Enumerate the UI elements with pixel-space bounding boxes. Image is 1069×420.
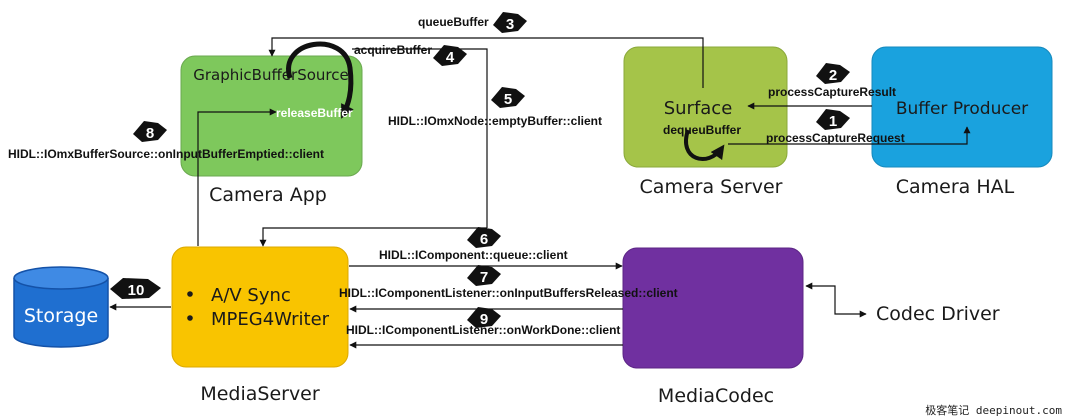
badge-9: 9: [467, 307, 501, 328]
badge-1: 1: [816, 109, 850, 130]
codec-driver-arrow: [805, 282, 867, 318]
badge-7: 7: [467, 265, 501, 286]
graphic-buffer-source-label: GraphicBufferSource: [193, 66, 348, 84]
badge-10: 10: [110, 278, 161, 299]
codec-driver-label: Codec Driver: [876, 303, 1000, 325]
release-buffer-label: releaseBuffer: [276, 106, 353, 120]
camera-hal-caption: Camera HAL: [896, 176, 1015, 198]
svg-text:5: 5: [504, 91, 512, 108]
on-input-buffer-emptied-arrow: [197, 108, 277, 246]
svg-text:10: 10: [128, 282, 145, 299]
svg-text:1: 1: [829, 113, 837, 130]
camera-server-caption: Camera Server: [640, 176, 783, 198]
queue-client-label: HIDL::IComponent::queue::client: [379, 248, 568, 262]
process-capture-request-arrow: [728, 126, 971, 145]
media-server-caption: MediaServer: [200, 383, 320, 405]
on-work-done-label: HIDL::IComponentListener::onWorkDone::cl…: [346, 323, 620, 337]
surface-loop-arrow: [684, 129, 725, 161]
empty-buffer-arrow: [259, 227, 487, 247]
svg-text:9: 9: [480, 311, 488, 328]
queue-buffer-label: queueBuffer: [418, 15, 489, 29]
camera-app-caption: Camera App: [209, 184, 327, 206]
media-server-box: [171, 246, 349, 368]
acquire-buffer-arrow: [352, 48, 488, 228]
badge-3: 3: [493, 12, 527, 33]
badge-2: 2: [816, 63, 850, 84]
queue-buffer-arrow: [268, 37, 704, 88]
badge-4: 4: [433, 45, 467, 66]
media-server-item-mpeg4writer: MPEG4Writer: [211, 309, 330, 330]
surface-box: [623, 46, 788, 168]
process-capture-result-label: processCaptureResult: [768, 85, 896, 99]
on-input-buffers-released-label: HIDL::IComponentListener::onInputBuffers…: [339, 286, 678, 300]
svg-text:8: 8: [146, 125, 154, 142]
watermark: 极客笔记 deepinout.com: [925, 403, 1062, 417]
svg-text:6: 6: [480, 231, 488, 248]
badge-6: 6: [467, 227, 501, 248]
buffer-producer-label: Buffer Producer: [896, 99, 1028, 119]
media-codec-box: [622, 247, 804, 369]
svg-text:4: 4: [446, 49, 455, 66]
gbs-loop-arrow: [286, 41, 354, 119]
acquire-buffer-label: acquireBuffer: [354, 43, 432, 57]
surface-label: Surface: [664, 98, 733, 119]
empty-buffer-label: HIDL::IOmxNode::emptyBuffer::client: [388, 114, 602, 128]
buffer-producer-box: [871, 46, 1053, 168]
on-input-buffer-emptied-label: HIDL::IOmxBufferSource::onInputBufferEmp…: [8, 147, 324, 161]
bullet-av-sync: [187, 291, 193, 297]
dequeue-buffer-label: dequeuBuffer: [663, 123, 741, 137]
badge-8: 8: [133, 121, 167, 142]
badge-5: 5: [491, 87, 525, 108]
process-capture-request-label: processCaptureRequest: [766, 131, 905, 145]
bullet-mpeg4writer: [187, 315, 193, 321]
storage-label: Storage: [24, 305, 98, 327]
storage-cylinder: [13, 266, 109, 348]
svg-text:2: 2: [829, 67, 837, 84]
svg-text:3: 3: [506, 16, 514, 33]
media-codec-caption: MediaCodec: [658, 385, 774, 407]
media-server-item-av-sync: A/V Sync: [211, 285, 291, 306]
svg-text:7: 7: [480, 269, 488, 286]
